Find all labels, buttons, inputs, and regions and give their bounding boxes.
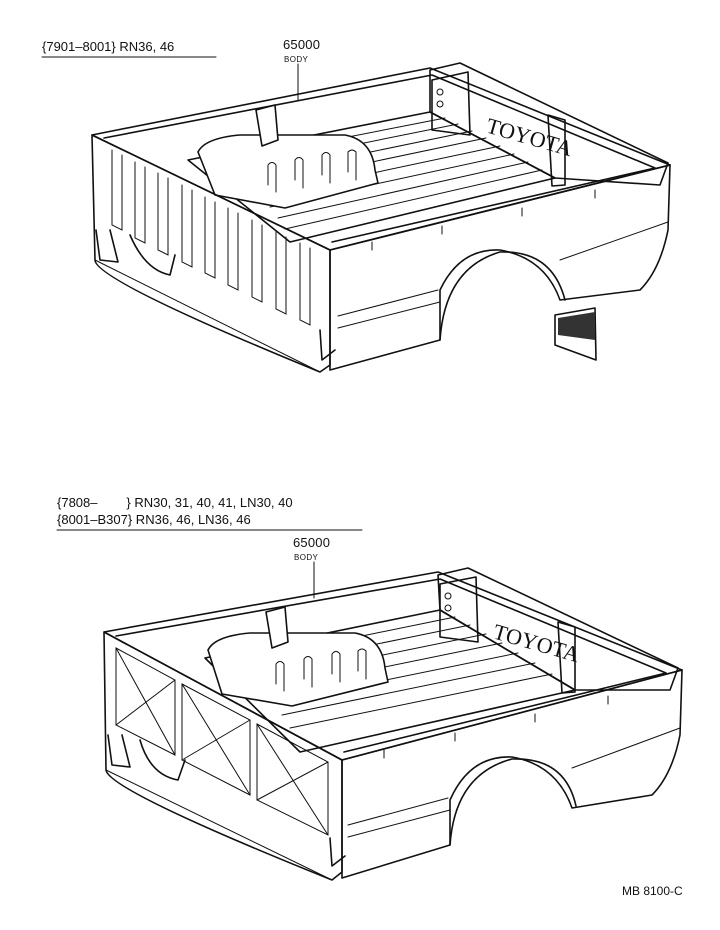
applicability-label-bottom-2: {8001–B307} RN36, 46, LN36, 46	[57, 512, 251, 527]
hump-ribs	[275, 648, 367, 692]
top-rail-inner	[115, 578, 667, 753]
tailgate-emboss-bottom: TOYOTA	[491, 619, 583, 667]
wheel-arch	[439, 251, 566, 341]
part-name-top: BODY	[284, 55, 309, 64]
rail-hooks	[371, 189, 596, 251]
wheel-arch	[449, 758, 577, 846]
rear-frame	[139, 739, 186, 781]
truck-bed-top: TOYOTA	[91, 62, 671, 373]
front-stake-pocket	[431, 71, 471, 136]
front-stake-pocket	[439, 576, 479, 643]
rail-hooks	[383, 695, 609, 759]
side-stake-post	[265, 606, 289, 649]
hump-ribs	[267, 149, 357, 193]
rear-frame	[129, 234, 176, 276]
truck-bed-bottom: TOYOTA	[103, 561, 683, 881]
part-name-bottom: BODY	[294, 553, 319, 562]
wheel-house-hump	[207, 632, 389, 707]
bed-side-panel	[341, 669, 683, 879]
front-bulkhead	[429, 62, 669, 186]
tailgate-ribs	[111, 149, 311, 326]
top-rail-inner	[103, 74, 656, 243]
bulkhead-post	[547, 114, 566, 187]
top-rail-outer	[91, 67, 671, 251]
tailgate-panels	[115, 647, 329, 836]
wheel-house-hump	[197, 134, 379, 209]
part-number-top: 65000	[283, 37, 321, 52]
applicability-label-top: {7901–8001} RN36, 46	[42, 39, 175, 54]
applicability-label-bottom-1: {7808– } RN30, 31, 40, 41, LN30, 40	[57, 495, 293, 510]
figure-code: MB 8100-C	[622, 884, 683, 898]
bed-side-panel	[329, 164, 671, 371]
part-number-bottom: 65000	[293, 535, 331, 550]
tailgate-emboss-top: TOYOTA	[484, 113, 576, 161]
